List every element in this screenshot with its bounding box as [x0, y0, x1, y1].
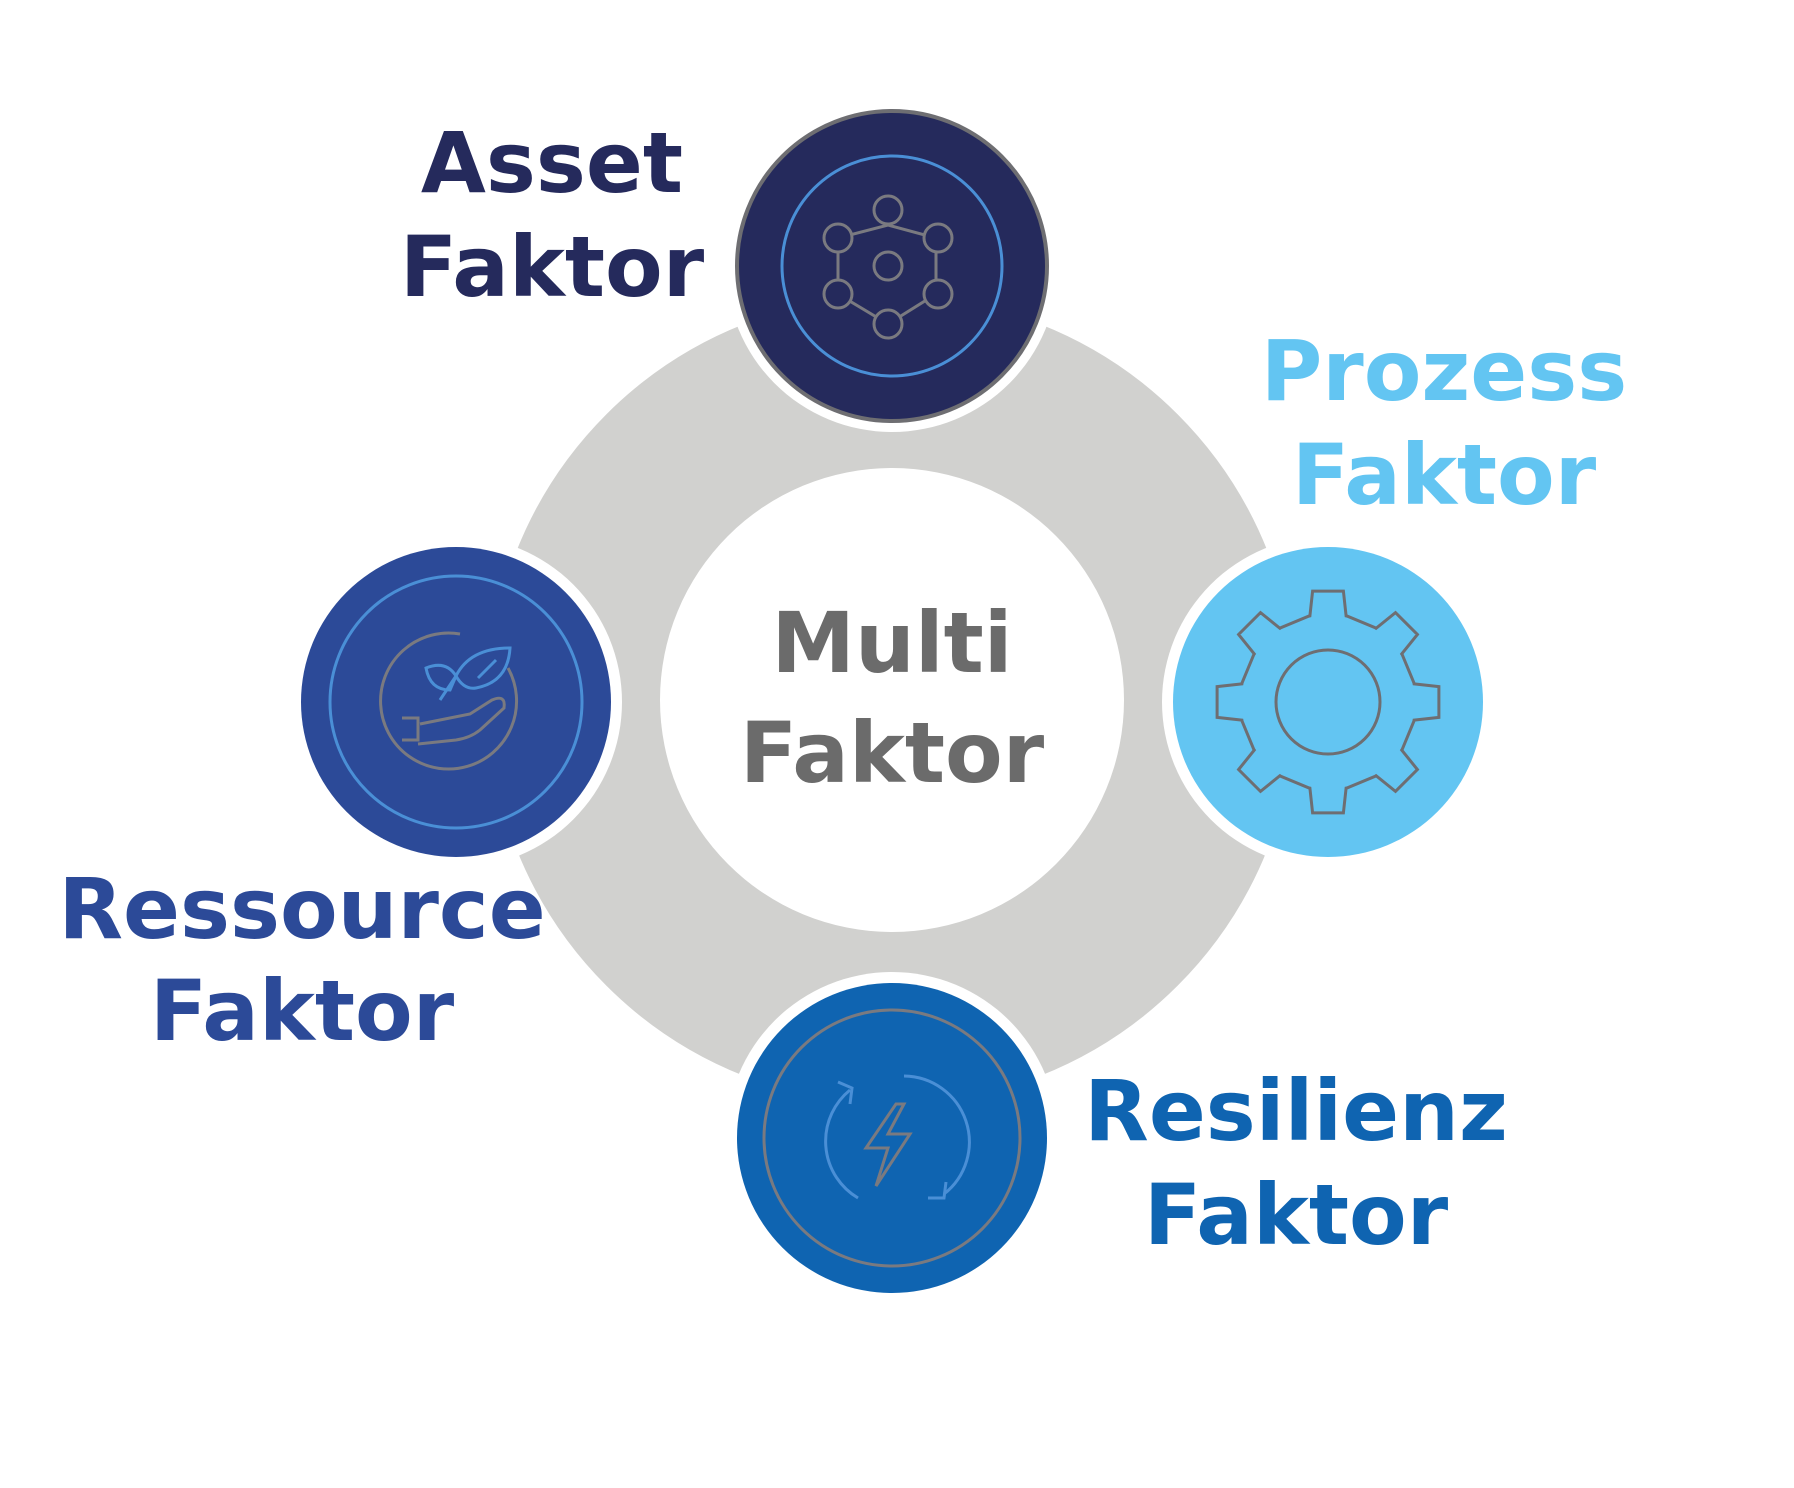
ressource-label-line2: Faktor — [150, 962, 455, 1060]
prozess-label-line1: Prozess — [1261, 322, 1628, 420]
resilienz-node — [726, 972, 1058, 1304]
network-icon — [822, 194, 954, 340]
gear-icon — [1215, 589, 1441, 815]
center-label-line1: Multi — [771, 594, 1012, 692]
plant-in-hand-icon — [379, 631, 519, 771]
ressource-label-line1: Ressource — [58, 860, 545, 958]
resilienz-label-line2: Faktor — [1144, 1166, 1449, 1264]
center-label-line2: Faktor — [740, 704, 1045, 802]
asset-label-line2: Faktor — [400, 218, 705, 316]
prozess-circle — [1173, 547, 1483, 857]
ressource-node — [290, 536, 622, 868]
resilienz-circle — [737, 983, 1047, 1293]
asset-node — [726, 100, 1058, 432]
ressource-circle — [301, 547, 611, 857]
prozess-node — [1162, 536, 1494, 868]
renew-energy-icon — [824, 1074, 971, 1200]
asset-label-line1: Asset — [421, 114, 683, 212]
center-disc — [660, 468, 1124, 932]
prozess-label-line2: Faktor — [1292, 426, 1597, 524]
resilienz-label-line1: Resilienz — [1084, 1062, 1508, 1160]
